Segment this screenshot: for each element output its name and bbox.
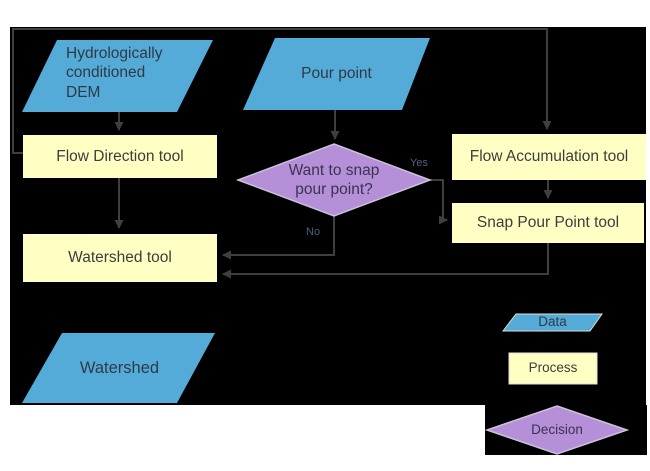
legend-process-box bbox=[508, 352, 598, 385]
flow-direction-box bbox=[23, 135, 217, 178]
connector-flow-direction-to-flow-accumulation bbox=[12, 28, 552, 154]
watershed-tool-box bbox=[23, 234, 217, 282]
legend-data-parallelogram bbox=[501, 313, 603, 332]
connector-snap-pour-point-to-watershed-tool bbox=[222, 243, 549, 279]
flow-accumulation-box bbox=[452, 134, 646, 180]
legend-decision-diamond bbox=[484, 405, 630, 455]
connector-decision-yes-to-snap-pour-point bbox=[430, 179, 448, 225]
decision-diamond bbox=[235, 143, 433, 217]
connector-decision-no-to-watershed-tool bbox=[222, 216, 335, 260]
dem-parallelogram bbox=[22, 40, 213, 112]
snap-pour-point-box bbox=[452, 203, 644, 243]
watershed-parallelogram bbox=[22, 333, 215, 403]
pour-point-parallelogram bbox=[243, 38, 430, 110]
